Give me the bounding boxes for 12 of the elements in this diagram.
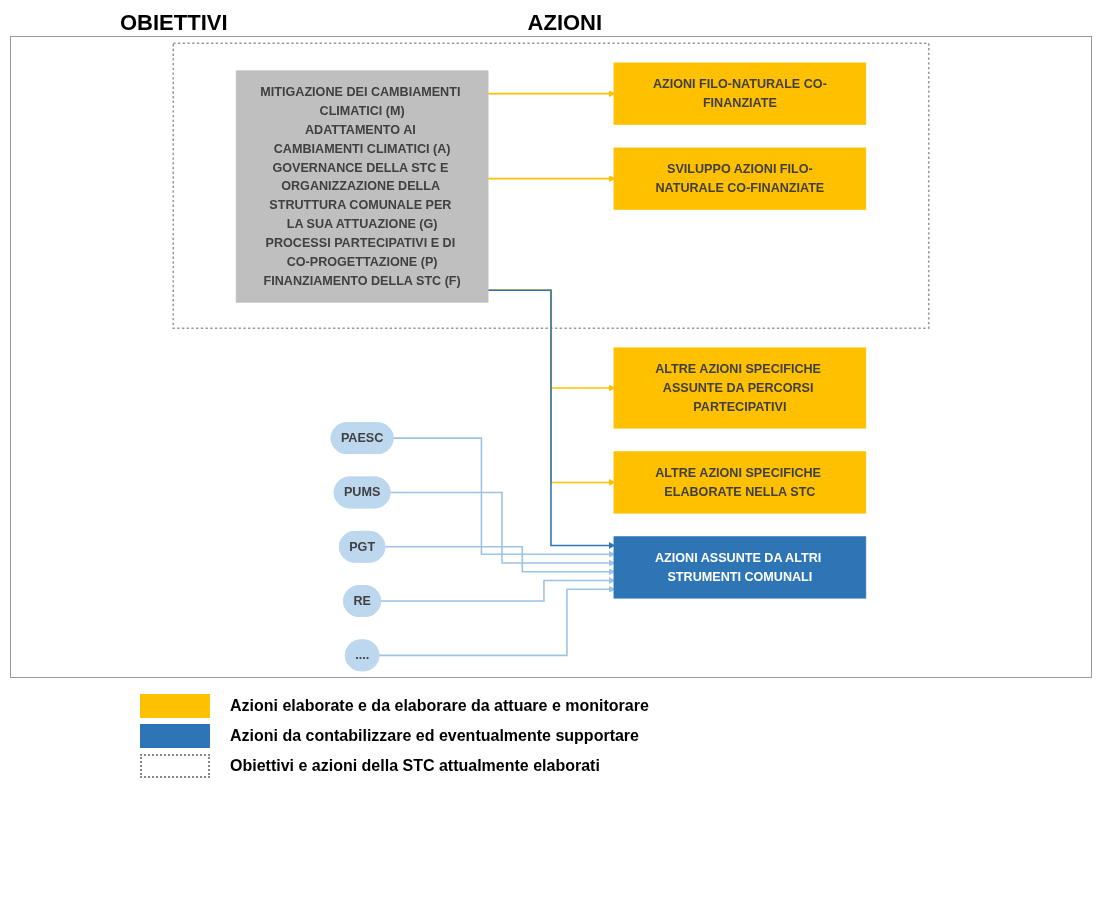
cluster	[172, 42, 930, 329]
node-box: ALTRE AZIONI SPECIFICHE ELABORATE NELLA STC	[613, 451, 867, 514]
node-box: MITIGAZIONE DEI CAMBIAMENTI CLIMATICI (M) ADATTAMENTO AI CAMBIAMENTI CLIMATICI (A) GOVERNANCE DELLA STC E ORGANIZZAZIONE DELLA STRUTTURA COMUNALE PER LA SUA ATTUAZIONE (G) PROCESSI PARTECIPATIVI E DI CO-PROGETTAZIONE (P) FINANZIAMENTO DELLA STC (F)	[235, 70, 489, 303]
node-box: AZIONI FILO-NATURALE CO-FINANZIATE	[613, 62, 867, 125]
node-box: ALTRE AZIONI SPECIFICHE ASSUNTE DA PERCORSI PARTECIPATIVI	[613, 347, 867, 429]
node-box: AZIONI ASSUNTE DA ALTRI STRUMENTI COMUNALI	[613, 536, 867, 599]
legend-text: Obiettivi e azioni della STC attualmente elaborati	[230, 757, 600, 775]
node-box: SVILUPPO AZIONI FILO-NATURALE CO-FINANZIATE	[613, 147, 867, 210]
legend-text: Azioni elaborate e da elaborare da attuare e monitorare	[230, 697, 649, 715]
legend-text: Azioni da contabilizzare ed eventualmente supportare	[230, 727, 639, 745]
column-heading: OBIETTIVI	[120, 10, 228, 36]
column-heading: AZIONI	[527, 10, 603, 36]
